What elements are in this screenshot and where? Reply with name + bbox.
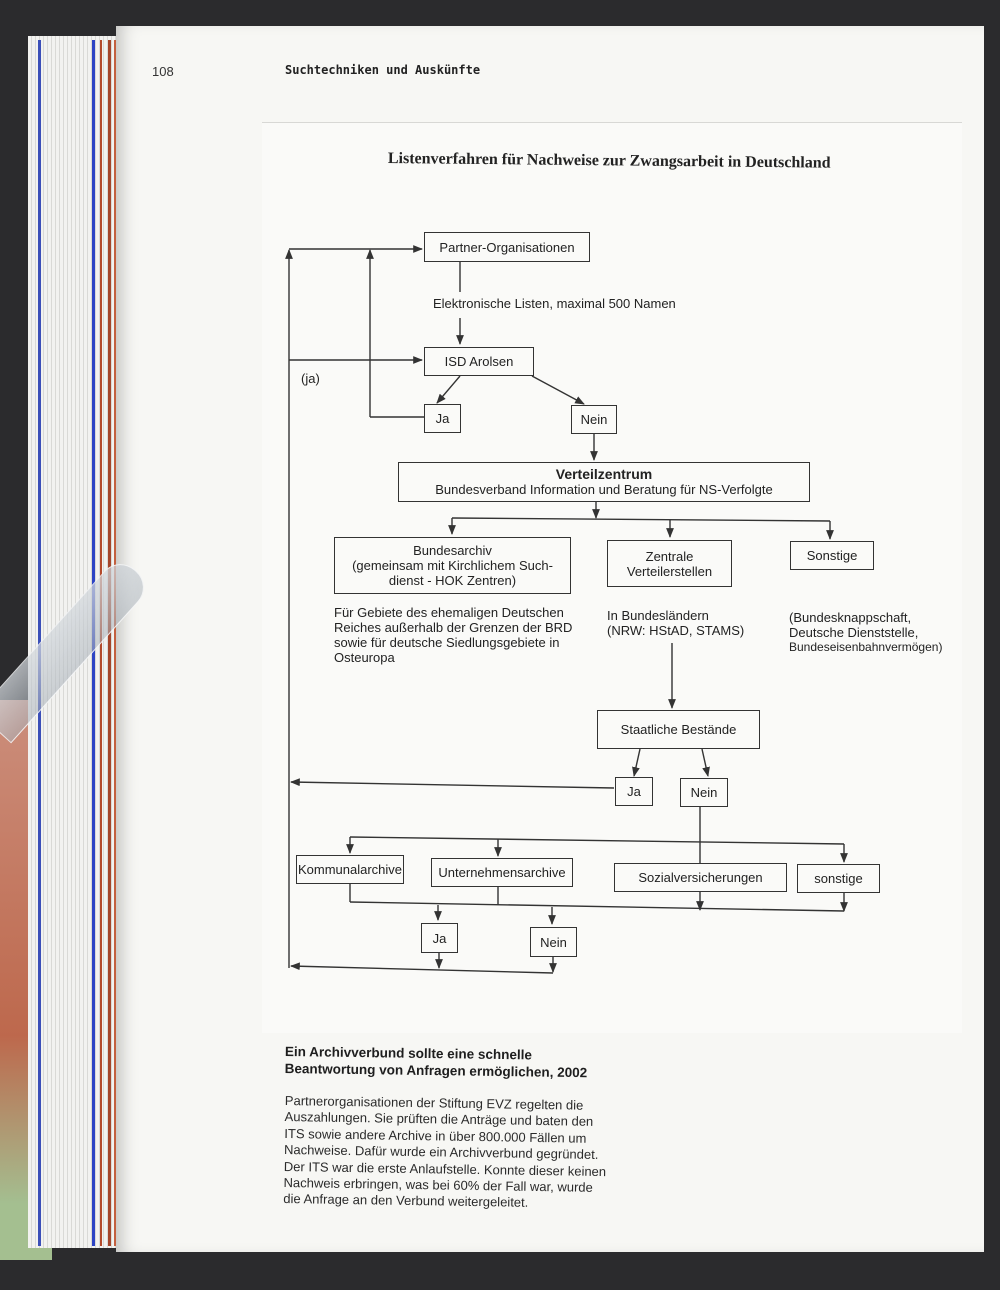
node-sonstige-2: sonstige bbox=[797, 864, 880, 893]
node-verteilzentrum: Verteilzentrum Bundesverband Information… bbox=[398, 462, 810, 502]
caption-body: Partnerorganisationen der Stiftung EVZ r… bbox=[283, 1093, 607, 1211]
edge-label-ja-paren: (ja) bbox=[301, 371, 320, 386]
note-line: Osteuropa bbox=[334, 650, 395, 665]
note-line: Deutsche Dienststelle, bbox=[789, 625, 919, 640]
node-label: Sozialversicherungen bbox=[638, 870, 763, 885]
edge-stripe-red bbox=[108, 40, 111, 1246]
node-label: Ja bbox=[627, 784, 641, 799]
note-line: Reiches außerhalb der Grenzen der BRD bbox=[334, 620, 573, 635]
node-label: Partner-Organisationen bbox=[439, 239, 575, 255]
node-title: Verteilzentrum bbox=[555, 466, 653, 482]
note-line: Bundeseisenbahnvermögen) bbox=[789, 640, 943, 654]
node-label: Nein bbox=[580, 412, 608, 427]
caption-title: Ein Archivverbund sollte eine schnelle B… bbox=[284, 1043, 588, 1081]
node-nein: Nein bbox=[571, 405, 617, 434]
note-line: (Bundesknappschaft, bbox=[789, 610, 912, 625]
node-label: Sonstige bbox=[806, 548, 858, 563]
node-sonstige: Sonstige bbox=[790, 541, 874, 570]
node-label: Kommunalarchive bbox=[297, 862, 403, 877]
node-label: Unternehmensarchive bbox=[438, 865, 566, 880]
node-kommunalarchive: Kommunalarchive bbox=[296, 855, 404, 884]
node-label-line: Verteilerstellen bbox=[626, 563, 713, 579]
node-subtitle: Bundesverband Information und Beratung f… bbox=[435, 482, 773, 497]
node-label-line: Bundesarchiv bbox=[413, 543, 492, 558]
node-label: Ja bbox=[432, 930, 447, 946]
node-bundesarchiv: Bundesarchiv (gemeinsam mit Kirchlichem … bbox=[334, 537, 571, 594]
node-label: ISD Arolsen bbox=[444, 354, 514, 369]
node-ja-3: Ja bbox=[421, 923, 458, 953]
note-zentrale: In Bundesländern (NRW: HStAD, STAMS) bbox=[607, 608, 744, 638]
node-label: Nein bbox=[540, 934, 567, 950]
note-line: (NRW: HStAD, STAMS) bbox=[607, 623, 745, 638]
note-line: In Bundesländern bbox=[607, 608, 709, 623]
page-number: 108 bbox=[152, 64, 174, 79]
node-label: Staatliche Bestände bbox=[620, 722, 737, 737]
node-nein-2: Nein bbox=[680, 778, 728, 807]
node-ja-2: Ja bbox=[615, 777, 653, 806]
note-line: Für Gebiete des ehemaligen Deutschen bbox=[334, 605, 564, 620]
node-isd-arolsen: ISD Arolsen bbox=[424, 347, 534, 376]
node-label-line: Zentrale bbox=[645, 548, 694, 564]
edge-label-elektronische-listen: Elektronische Listen, maximal 500 Namen bbox=[433, 296, 676, 311]
node-sozialversicherungen: Sozialversicherungen bbox=[614, 863, 787, 892]
node-zentrale-verteilerstellen: Zentrale Verteilerstellen bbox=[607, 540, 732, 587]
note-line: sowie für deutsche Siedlungsgebiete in bbox=[334, 635, 560, 650]
note-bundesarchiv: Für Gebiete des ehemaligen Deutschen Rei… bbox=[334, 605, 572, 665]
node-label-line: dienst - HOK Zentren) bbox=[388, 573, 517, 588]
node-ja: Ja bbox=[424, 404, 461, 433]
running-head: Suchtechniken und Auskünfte bbox=[285, 63, 481, 77]
edge-stripe-red bbox=[114, 40, 116, 1246]
node-partner-organisationen: Partner-Organisationen bbox=[424, 232, 590, 262]
node-unternehmensarchive: Unternehmensarchive bbox=[431, 858, 573, 887]
node-label-line: (gemeinsam mit Kirchlichem Such- bbox=[352, 558, 553, 573]
node-label: Ja bbox=[435, 411, 450, 426]
node-label: Nein bbox=[690, 785, 718, 800]
note-sonstige: (Bundesknappschaft, Deutsche Dienststell… bbox=[789, 610, 942, 655]
node-label: sonstige bbox=[814, 871, 863, 886]
node-staatliche-bestaende: Staatliche Bestände bbox=[597, 710, 760, 749]
node-nein-3: Nein bbox=[530, 927, 577, 957]
